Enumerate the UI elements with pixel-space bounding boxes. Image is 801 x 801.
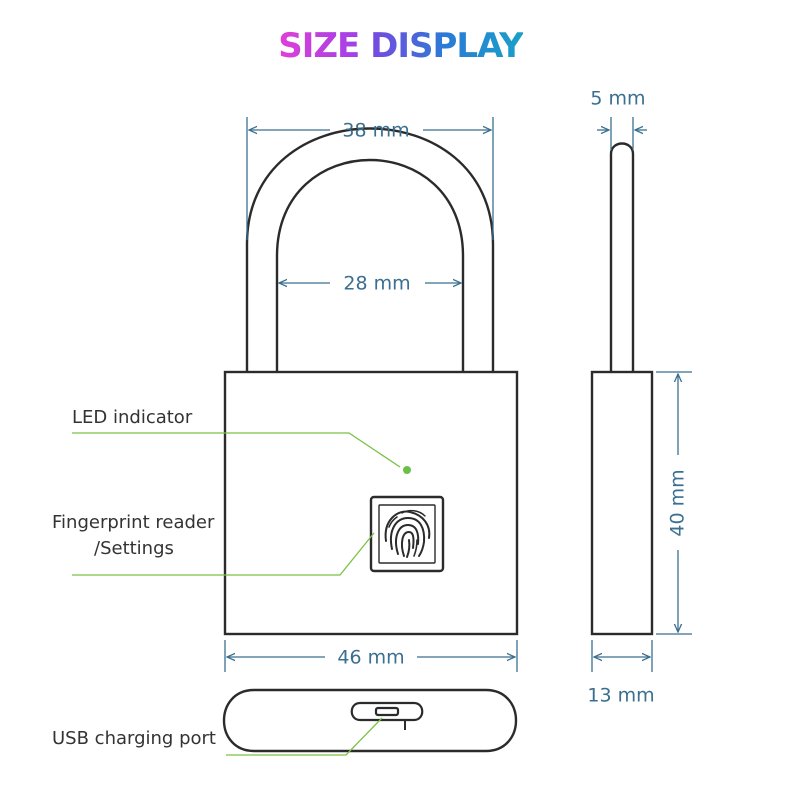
callout-label-fingerprint-line2: /Settings <box>94 538 174 559</box>
callout-label-fingerprint-line1: Fingerprint reader <box>52 512 215 533</box>
fingerprint-icon <box>384 509 431 558</box>
lock-body-side <box>590 370 654 636</box>
dim-label-40mm: 40 mm <box>667 469 689 536</box>
title-word-size: SIZE <box>278 26 360 66</box>
callout-label-led: LED indicator <box>72 407 193 428</box>
dim-label-13mm: 13 mm <box>587 685 654 707</box>
dim-label-38mm: 38 mm <box>342 120 409 142</box>
callout-line-fingerprint <box>72 532 375 576</box>
title-word-display: DISPLAY <box>370 26 524 66</box>
page-title: SIZE DISPLAY <box>0 26 801 66</box>
callout-label-fingerprint: Fingerprint reader /Settings <box>52 510 214 562</box>
callout-line-usb <box>226 717 383 756</box>
callout-line-led <box>72 432 401 468</box>
led-indicator-dot <box>403 466 411 474</box>
fingerprint-reader <box>369 495 445 573</box>
lock-body-front <box>223 370 519 636</box>
dim-label-46mm: 46 mm <box>337 647 404 669</box>
usb-port <box>350 701 424 722</box>
side-shackle <box>609 142 635 372</box>
shackle-outer <box>245 127 495 372</box>
dim-label-5mm: 5 mm <box>590 88 645 110</box>
shackle-inner <box>275 158 465 372</box>
dim-label-28mm: 28 mm <box>343 273 410 295</box>
callout-label-usb: USB charging port <box>52 728 216 749</box>
